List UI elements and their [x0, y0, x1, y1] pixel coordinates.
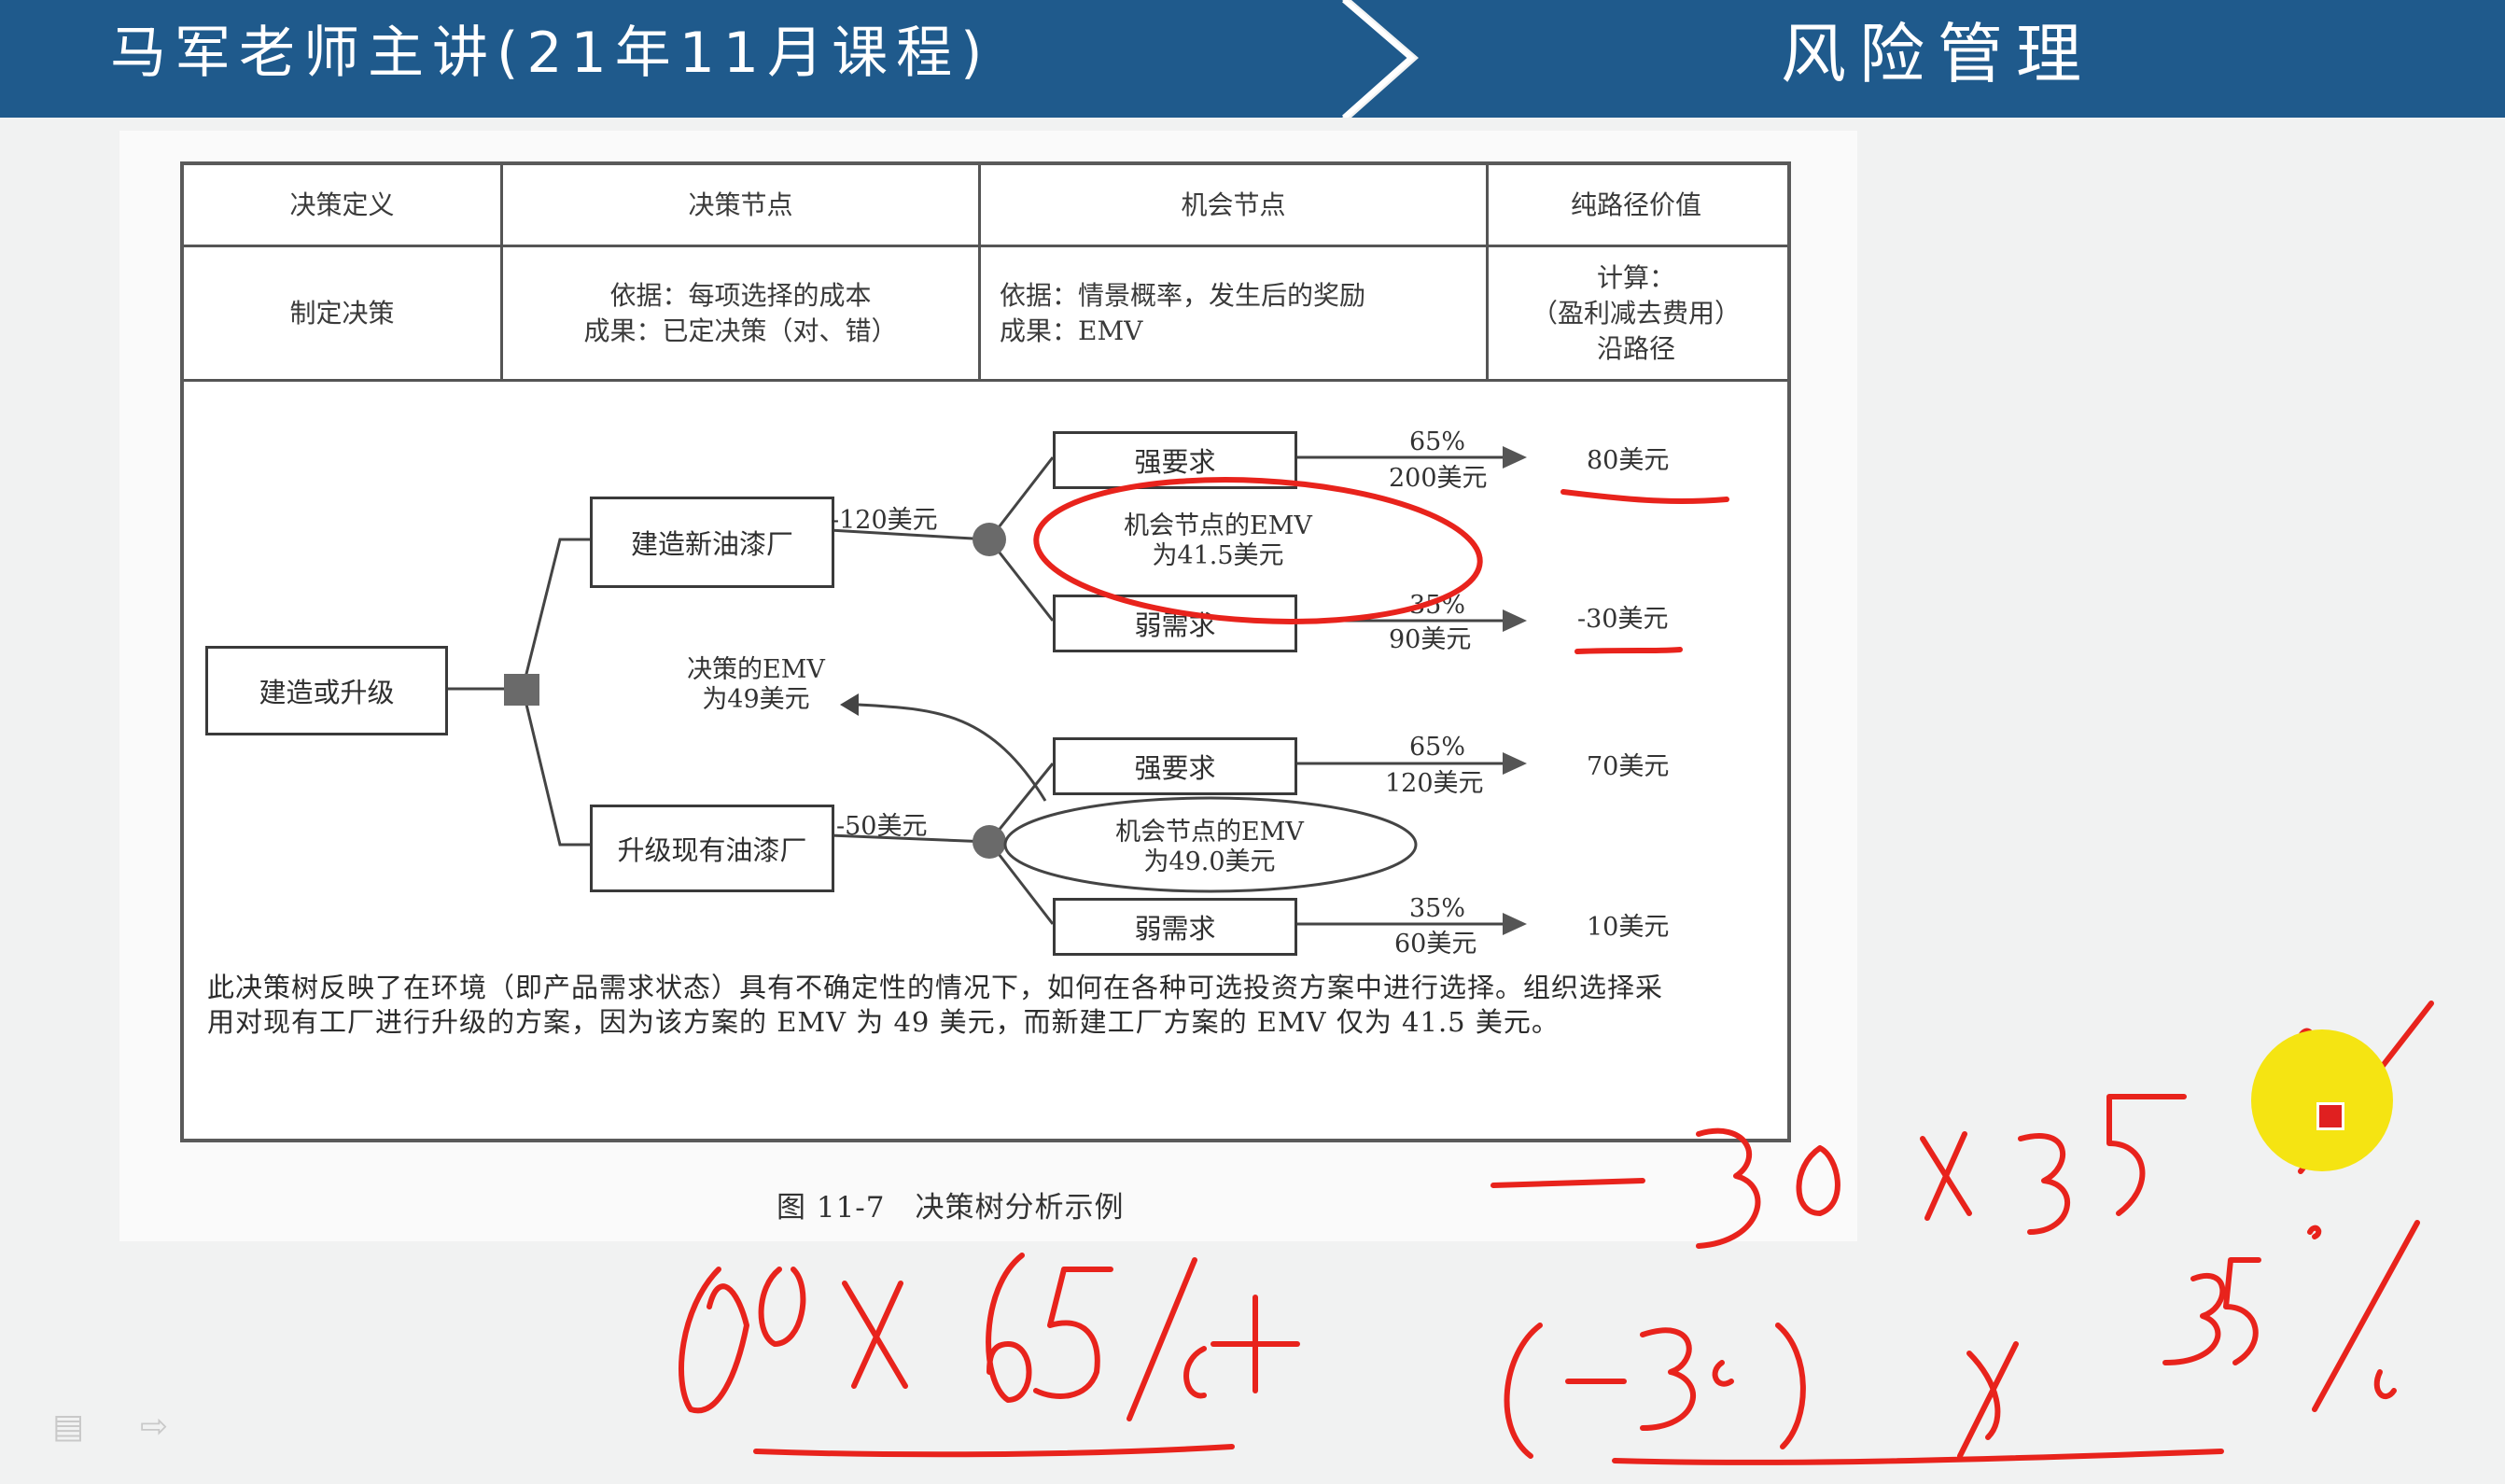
- pen-tip-icon: [2316, 1102, 2344, 1130]
- decision-node-basis: 依据：每项选择的成本: [609, 279, 872, 311]
- branch-build-node: 建造新油漆厂: [590, 497, 834, 588]
- header-decision-definition: 决策定义: [289, 189, 395, 220]
- path-value-cell: 计算： （盈利减去费用） 沿路径: [1489, 247, 1784, 379]
- menu-icon[interactable]: ▤: [52, 1407, 85, 1446]
- decision-node-cell: 依据：每项选择的成本 成果：已定决策（对、错）: [503, 247, 978, 379]
- pen-cursor: [2251, 1029, 2393, 1171]
- table-divider: [978, 165, 981, 380]
- probability: 35%: [1409, 894, 1466, 923]
- probability: 65%: [1409, 427, 1466, 456]
- path-value: -30美元: [1577, 605, 1669, 634]
- path-value-line3: 沿路径: [1596, 332, 1675, 364]
- probability: 65%: [1409, 733, 1466, 762]
- path-value: 80美元: [1587, 446, 1670, 475]
- chance-node-result: 成果：EMV: [1000, 315, 1143, 346]
- definition-cell: 制定决策: [289, 297, 395, 329]
- course-title: 马军老师主讲(21年11月课程): [110, 21, 991, 86]
- path-value-line1: 计算：: [1596, 261, 1675, 293]
- reward: 200美元: [1389, 464, 1488, 493]
- branch-upgrade-node: 升级现有油漆厂: [590, 805, 834, 892]
- header-banner: 马军老师主讲(21年11月课程) 风险管理: [0, 0, 2505, 118]
- outcome-weak-node: 弱需求: [1053, 595, 1297, 652]
- section-title: 风险管理: [1781, 16, 2094, 92]
- path-value: 10美元: [1587, 913, 1670, 942]
- figure-caption: 图 11-7 决策树分析示例: [777, 1191, 1125, 1225]
- figure-note: 此决策树反映了在环境（即产品需求状态）具有不确定性的情况下，如何在各种可选投资方…: [207, 972, 1664, 1038]
- header-path-value: 纯路径价值: [1570, 189, 1701, 220]
- next-arrow-icon[interactable]: ⇨: [140, 1407, 169, 1446]
- table-divider: [184, 379, 1787, 382]
- reward: 120美元: [1385, 769, 1484, 798]
- outcome-strong-node: 强要求: [1053, 737, 1297, 795]
- path-value: 70美元: [1587, 752, 1670, 781]
- table-divider: [1486, 165, 1489, 380]
- chance-node-basis: 依据：情景概率，发生后的奖励: [1000, 279, 1366, 311]
- probability: 35%: [1409, 591, 1466, 620]
- header-chance-node: 机会节点: [1181, 189, 1286, 220]
- outcome-weak-node: 弱需求: [1053, 898, 1297, 956]
- branch-cost: -50美元: [836, 812, 928, 841]
- chance-node-cell: 依据：情景概率，发生后的奖励 成果：EMV: [981, 247, 1486, 379]
- branch-cost: -120美元: [831, 506, 938, 535]
- decision-node-result: 成果：已定决策（对、错）: [583, 315, 898, 346]
- root-node: 建造或升级: [205, 646, 448, 735]
- path-value-line2: （盈利减去费用）: [1531, 297, 1741, 329]
- banner-background: [0, 0, 2505, 118]
- header-decision-node: 决策节点: [688, 189, 793, 220]
- table-divider: [500, 165, 503, 380]
- reward: 60美元: [1394, 930, 1477, 959]
- figure-frame: [180, 161, 1791, 1142]
- table-divider: [184, 245, 1787, 247]
- reward: 90美元: [1389, 625, 1472, 654]
- outcome-strong-node: 强要求: [1053, 431, 1297, 489]
